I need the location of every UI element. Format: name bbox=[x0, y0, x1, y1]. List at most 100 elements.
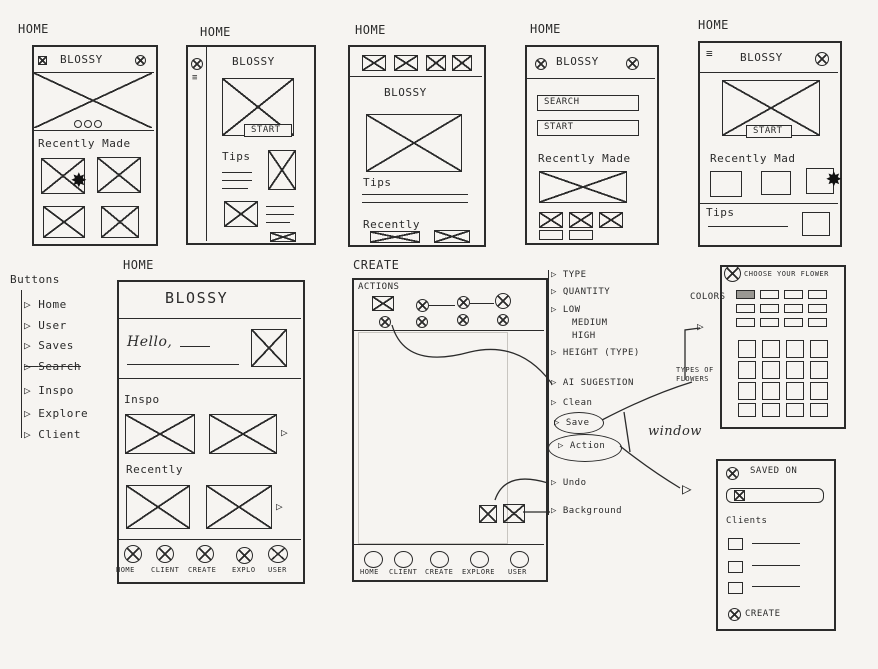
canvas-tool-icon[interactable] bbox=[479, 505, 497, 523]
frame4-thumb[interactable] bbox=[539, 230, 563, 240]
color-swatch[interactable] bbox=[784, 318, 803, 327]
nav-client-icon[interactable] bbox=[156, 545, 174, 563]
frame1-card[interactable] bbox=[43, 206, 85, 238]
flower-type-tile[interactable] bbox=[810, 340, 828, 358]
frame4-thumb[interactable] bbox=[569, 230, 593, 240]
frame2-start-button[interactable]: START bbox=[244, 124, 292, 137]
frame1-profile-icon[interactable] bbox=[135, 55, 146, 66]
nav-explore-icon[interactable] bbox=[236, 547, 253, 564]
flower-type-tile[interactable] bbox=[738, 361, 756, 379]
frame5-profile-icon[interactable] bbox=[815, 52, 829, 66]
home-main-avatar[interactable] bbox=[251, 329, 287, 367]
frame1-carousel-dot[interactable] bbox=[94, 120, 102, 128]
frame3-tab-image[interactable] bbox=[426, 55, 446, 71]
favorite-star-icon[interactable]: ✸ bbox=[826, 163, 842, 193]
color-swatch[interactable] bbox=[736, 290, 755, 299]
nav-home-icon[interactable] bbox=[124, 545, 142, 563]
frame3-card[interactable] bbox=[434, 230, 470, 243]
action-tool-icon[interactable] bbox=[497, 314, 509, 326]
action-tool-icon[interactable] bbox=[416, 316, 428, 328]
home-main-next-arrow-icon[interactable]: ▷ bbox=[276, 500, 283, 513]
action-tool-icon[interactable] bbox=[416, 299, 429, 312]
home-main-recent-card[interactable] bbox=[126, 485, 190, 529]
frame4-search-input[interactable]: SEARCH bbox=[537, 95, 639, 111]
frame1-card[interactable] bbox=[97, 157, 141, 193]
flower-type-tile[interactable] bbox=[762, 382, 780, 400]
frame4-start-button[interactable]: START bbox=[537, 120, 639, 136]
frame2-hamburger-icon[interactable]: ≡ bbox=[192, 73, 198, 83]
flower-type-tile[interactable] bbox=[762, 403, 780, 417]
color-swatch[interactable] bbox=[760, 318, 779, 327]
flower-window-close-icon[interactable] bbox=[724, 265, 741, 282]
nav-user-icon[interactable] bbox=[268, 545, 288, 563]
frame2-close-icon[interactable] bbox=[191, 58, 203, 70]
frame1-carousel-dot[interactable] bbox=[84, 120, 92, 128]
home-main-inspo-card[interactable] bbox=[125, 414, 195, 454]
frame5-tip-image[interactable] bbox=[802, 212, 830, 236]
color-swatch[interactable] bbox=[808, 290, 827, 299]
flower-type-tile[interactable] bbox=[810, 382, 828, 400]
flower-type-tile[interactable] bbox=[786, 340, 804, 358]
save-window-search-input[interactable] bbox=[726, 488, 824, 503]
action-tool-icon[interactable] bbox=[495, 293, 511, 309]
flower-type-tile[interactable] bbox=[786, 403, 804, 417]
color-swatch[interactable] bbox=[784, 290, 803, 299]
color-swatch[interactable] bbox=[760, 304, 779, 313]
home-main-recent-card[interactable] bbox=[206, 485, 272, 529]
frame3-tab-image[interactable] bbox=[452, 55, 472, 71]
nav-client-icon[interactable] bbox=[394, 551, 413, 568]
flower-type-tile[interactable] bbox=[786, 361, 804, 379]
color-swatch[interactable] bbox=[808, 318, 827, 327]
frame1-carousel-dot[interactable] bbox=[74, 120, 82, 128]
color-swatch[interactable] bbox=[784, 304, 803, 313]
frame5-hamburger-icon[interactable]: ≡ bbox=[706, 47, 714, 60]
frame4-card[interactable] bbox=[539, 171, 627, 203]
frame2-tip-image[interactable] bbox=[224, 201, 258, 227]
flower-type-tile[interactable] bbox=[810, 403, 828, 417]
canvas-tool-icon[interactable] bbox=[503, 504, 525, 523]
frame5-card[interactable] bbox=[806, 168, 834, 194]
create-canvas[interactable] bbox=[358, 332, 508, 544]
frame4-profile-icon[interactable] bbox=[626, 57, 639, 70]
client-checkbox[interactable] bbox=[728, 561, 743, 573]
frame4-thumb[interactable] bbox=[539, 212, 563, 228]
flower-type-tile[interactable] bbox=[762, 361, 780, 379]
action-tool-icon[interactable] bbox=[379, 316, 391, 328]
frame4-thumb[interactable] bbox=[599, 212, 623, 228]
nav-create-icon[interactable] bbox=[196, 545, 214, 563]
color-swatch[interactable] bbox=[760, 290, 779, 299]
frame5-start-button[interactable]: START bbox=[746, 125, 792, 138]
client-checkbox[interactable] bbox=[728, 582, 743, 594]
flower-type-tile[interactable] bbox=[810, 361, 828, 379]
flower-type-tile[interactable] bbox=[738, 340, 756, 358]
nav-create-icon[interactable] bbox=[430, 551, 449, 568]
color-swatch[interactable] bbox=[736, 304, 755, 313]
color-swatch[interactable] bbox=[736, 318, 755, 327]
frame4-menu-icon[interactable] bbox=[535, 58, 547, 70]
color-swatch[interactable] bbox=[808, 304, 827, 313]
nav-explore-icon[interactable] bbox=[470, 551, 489, 568]
save-window-close-icon[interactable] bbox=[726, 467, 739, 480]
frame3-tab-image[interactable] bbox=[362, 55, 386, 71]
save-window-create-button[interactable]: CREATE bbox=[745, 609, 781, 619]
frame2-tip-image[interactable] bbox=[268, 150, 296, 190]
nav-user-icon[interactable] bbox=[510, 551, 529, 568]
frame4-thumb[interactable] bbox=[569, 212, 593, 228]
flower-type-tile[interactable] bbox=[786, 382, 804, 400]
nav-home-icon[interactable] bbox=[364, 551, 383, 568]
frame2-tip-image[interactable] bbox=[270, 232, 296, 242]
save-window-create-icon[interactable] bbox=[728, 608, 741, 621]
frame1-menu-icon[interactable] bbox=[38, 56, 47, 65]
action-image-icon[interactable] bbox=[372, 296, 394, 311]
client-checkbox[interactable] bbox=[728, 538, 743, 550]
action-tool-icon[interactable] bbox=[457, 296, 470, 309]
home-main-inspo-card[interactable] bbox=[209, 414, 277, 454]
frame1-card[interactable] bbox=[41, 158, 85, 194]
frame5-card[interactable] bbox=[761, 171, 791, 195]
frame3-tab-image[interactable] bbox=[394, 55, 418, 71]
home-main-next-arrow-icon[interactable]: ▷ bbox=[281, 426, 288, 439]
flower-type-tile[interactable] bbox=[762, 340, 780, 358]
flower-type-tile[interactable] bbox=[738, 403, 756, 417]
frame5-card[interactable] bbox=[710, 171, 742, 197]
favorite-star-icon[interactable]: ✸ bbox=[71, 164, 87, 194]
